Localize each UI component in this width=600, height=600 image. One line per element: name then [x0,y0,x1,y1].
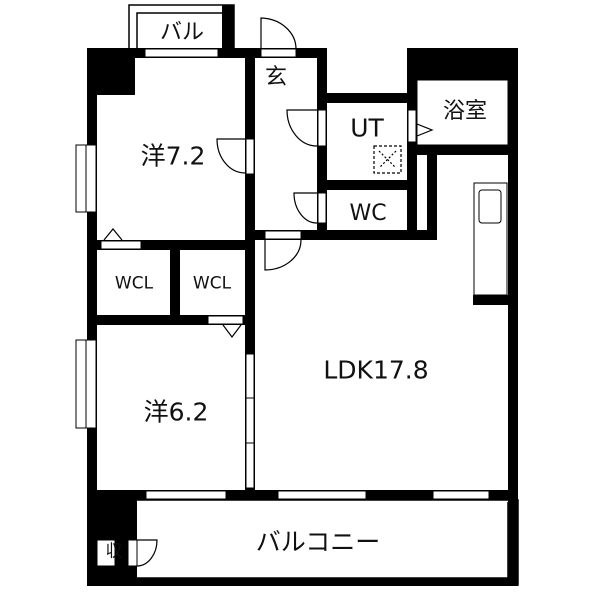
room-label-balcony-top: バル [159,20,205,45]
room-label-wcl-right: WCL [192,273,232,294]
room-label-entrance: 玄 [264,65,288,90]
room-label-utility: UT [350,113,384,143]
door-swings [103,17,434,567]
room-label-bath: 浴室 [442,99,488,124]
room-label-ldk: LDK17.8 [323,355,429,385]
room-label-western-7-2: 洋7.2 [140,141,206,171]
room-label-western-6-2: 洋6.2 [143,397,209,427]
drain-icon [373,145,402,174]
room-label-balcony: バルコニー [255,527,381,557]
room-label-toilet: WC [349,201,387,226]
windows [75,48,509,567]
room-label-storage: 収 [105,541,123,562]
room-label-wcl-left: WCL [114,273,154,294]
